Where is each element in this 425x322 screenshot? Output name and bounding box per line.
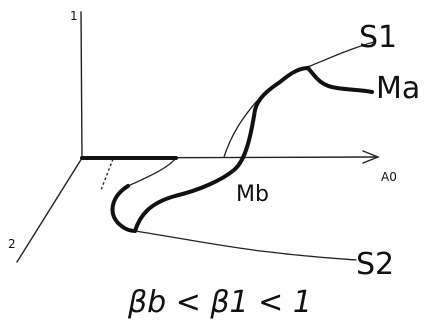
dashed-projection-line bbox=[100, 158, 114, 191]
label-s1: S1 bbox=[359, 20, 397, 55]
depth-axis-tick-label: 2 bbox=[8, 237, 16, 251]
depth-axis bbox=[16, 157, 83, 263]
label-s2: S2 bbox=[356, 247, 394, 282]
thick-curve-main bbox=[133, 66, 310, 233]
thick-curve-ma-branch bbox=[306, 66, 374, 94]
curve-s2 bbox=[134, 230, 357, 261]
horizontal-axis-label: A0 bbox=[381, 170, 397, 184]
fold-curve bbox=[111, 157, 177, 232]
thick-curve-lower bbox=[110, 184, 137, 233]
caption-inequality: βb < β1 < 1 bbox=[127, 285, 312, 320]
vertical-axis-tick-label: 1 bbox=[70, 9, 78, 23]
label-ma: Ma bbox=[376, 71, 420, 106]
curve-s1 bbox=[223, 41, 375, 158]
label-mb: Mb bbox=[236, 182, 269, 207]
horizontal-axis-arrowhead bbox=[362, 150, 380, 164]
vertical-axis bbox=[80, 11, 83, 159]
